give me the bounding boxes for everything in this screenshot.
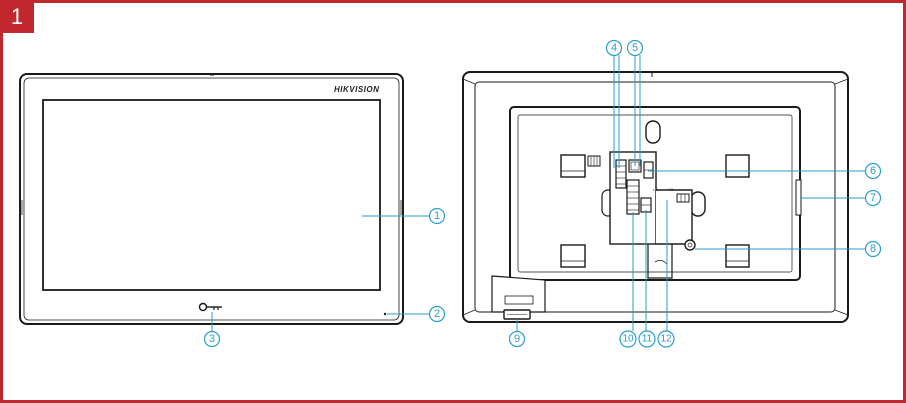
svg-text:6: 6 [870,165,876,177]
rear-housing-rim [474,81,836,313]
svg-text:11: 11 [642,334,653,345]
clip-top-right [725,154,750,178]
svg-text:5: 5 [632,42,638,54]
front-screen [42,99,381,291]
svg-text:3: 3 [209,333,215,345]
svg-text:4: 4 [611,42,617,54]
sd-card-slot [491,275,546,320]
port-8-round-hole [684,239,696,251]
svg-text:12: 12 [660,334,672,345]
port-label-ab: AB [668,187,674,192]
port-6-connector [643,161,654,179]
svg-text:7: 7 [870,192,876,204]
leader-lines [211,55,866,332]
front-view: HIKVISION [19,73,404,325]
port-11-connector [640,197,652,213]
clip-top-left [560,154,586,178]
port-10-connector [626,179,640,215]
callout-5: 5 [626,39,644,57]
svg-text:9: 9 [514,333,520,345]
svg-text:8: 8 [870,243,876,255]
callout-8: 8 [864,240,882,258]
callout-10: 10 [619,330,637,348]
microphone-hole [383,312,387,316]
callout-11: 11 [638,330,656,348]
mounting-plate-inner [517,114,793,273]
callout-6: 6 [864,162,882,180]
keyhole-top [645,120,661,144]
cable-channel [647,244,673,279]
callout-3: 3 [203,330,221,348]
callout-12: 12 [657,330,675,348]
clip-bottom-left [560,244,586,268]
unlock-key-icon [198,302,222,312]
callout-9: 9 [508,330,526,348]
brand-logo: HIKVISION [334,85,379,94]
callout-4: 4 [605,39,623,57]
svg-text:1: 1 [434,210,440,222]
terminal-block-left [587,155,601,167]
port-12-connector [676,193,690,203]
svg-text:2: 2 [434,308,440,320]
svg-text:10: 10 [622,334,634,345]
keyhole-middle [690,191,706,217]
step-number-badge: 1 [0,0,34,33]
rear-view: LB AB [462,71,849,323]
callout-7: 7 [864,189,882,207]
clip-bottom-right [725,244,750,268]
callout-1: 1 [428,207,446,225]
callout-2: 2 [428,305,446,323]
port-4-connector [615,159,627,189]
port-label-lb: LB [653,187,658,192]
